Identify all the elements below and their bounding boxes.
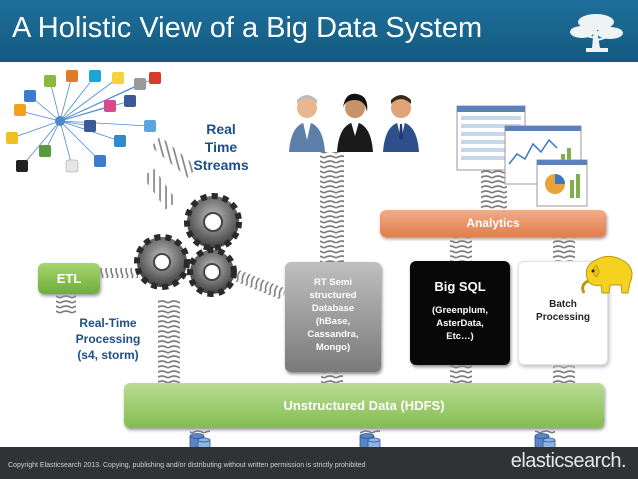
big-sql-subtitle: (Greenplum, AsterData, Etc…): [432, 305, 488, 342]
hdfs-box: Unstructured Data (HDFS): [124, 383, 604, 428]
hadoop-elephant-icon: [581, 255, 633, 294]
people-icon: [289, 93, 419, 152]
bonsai-tree-icon: [570, 14, 623, 52]
brand-logo: elasticsearch.: [510, 450, 627, 472]
big-sql-box: Big SQL (Greenplum, AsterData, Etc…): [410, 261, 510, 365]
slide-title: A Holistic View of a Big Data System: [12, 12, 483, 44]
etl-box: ETL: [38, 263, 100, 294]
analytics-box: Analytics: [380, 210, 606, 237]
footer-bar: Copyright Elasticsearch 2013. Copying, p…: [0, 447, 638, 479]
copyright-text: Copyright Elasticsearch 2013. Copying, p…: [8, 462, 366, 469]
dashboard-screens-icon: [456, 105, 588, 207]
real-time-streams-label: Real Time Streams: [193, 121, 249, 173]
rt-database-box: RT Semi structured Database (hBase, Cass…: [285, 262, 381, 372]
title-bar: A Holistic View of a Big Data System: [0, 0, 638, 62]
social-network-icon: [6, 70, 161, 173]
real-time-processing-label: Real-Time Processing (s4, storm): [75, 316, 141, 362]
big-sql-title: Big SQL: [434, 279, 486, 294]
